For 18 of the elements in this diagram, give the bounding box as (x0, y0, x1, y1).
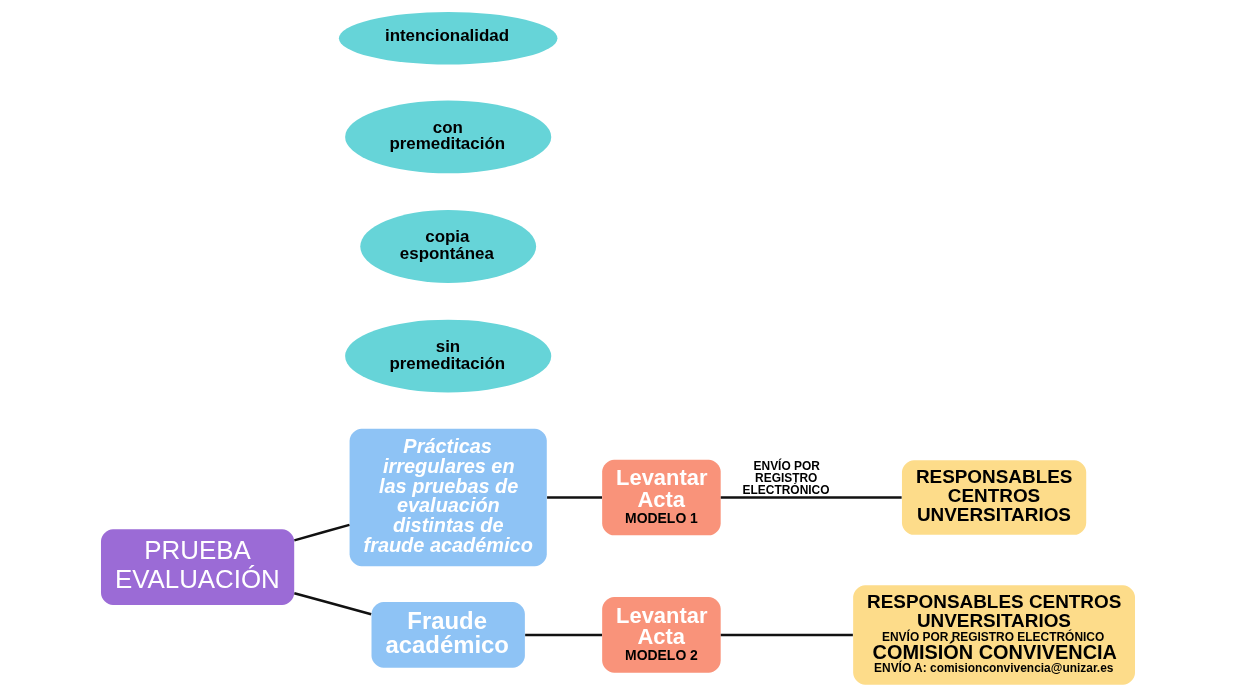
connector (720, 496, 902, 499)
node-ellipse: sin premeditación (344, 319, 551, 393)
node-box: RESPONSABLES CENTROS UNVERSITARIOS (901, 460, 1086, 535)
connector (524, 633, 602, 637)
node-box: Levantar Acta MODELO 1 (601, 459, 721, 536)
edge-label: ENVÍO POR REGISTRO ELECTRÓNICO (742, 459, 829, 498)
node-box: RESPONSABLES CENTROS UNVERSITARIOS ENVÍO POR REGISTRO ELECTRÓNICO COMISIÓN CONVIVENCIA ENVÍO A: comisionconvivencia@unizar.es (852, 585, 1135, 685)
node-ellipse: con premeditación (344, 100, 551, 174)
node-box: Levantar Acta MODELO 2 (601, 597, 721, 673)
connector (293, 592, 371, 616)
node-ellipse: copia espontánea (359, 210, 536, 283)
node-box: PRUEBA EVALUACIÓN (100, 529, 294, 606)
node-ellipse: intencionalidad (338, 12, 557, 65)
connector (293, 523, 350, 542)
node-box: Fraude académico (371, 602, 525, 668)
node-box: Prácticas irregulares en las pruebas de evaluación distintas de fraude académico (349, 428, 547, 567)
connector (720, 633, 853, 637)
connector (546, 496, 602, 499)
